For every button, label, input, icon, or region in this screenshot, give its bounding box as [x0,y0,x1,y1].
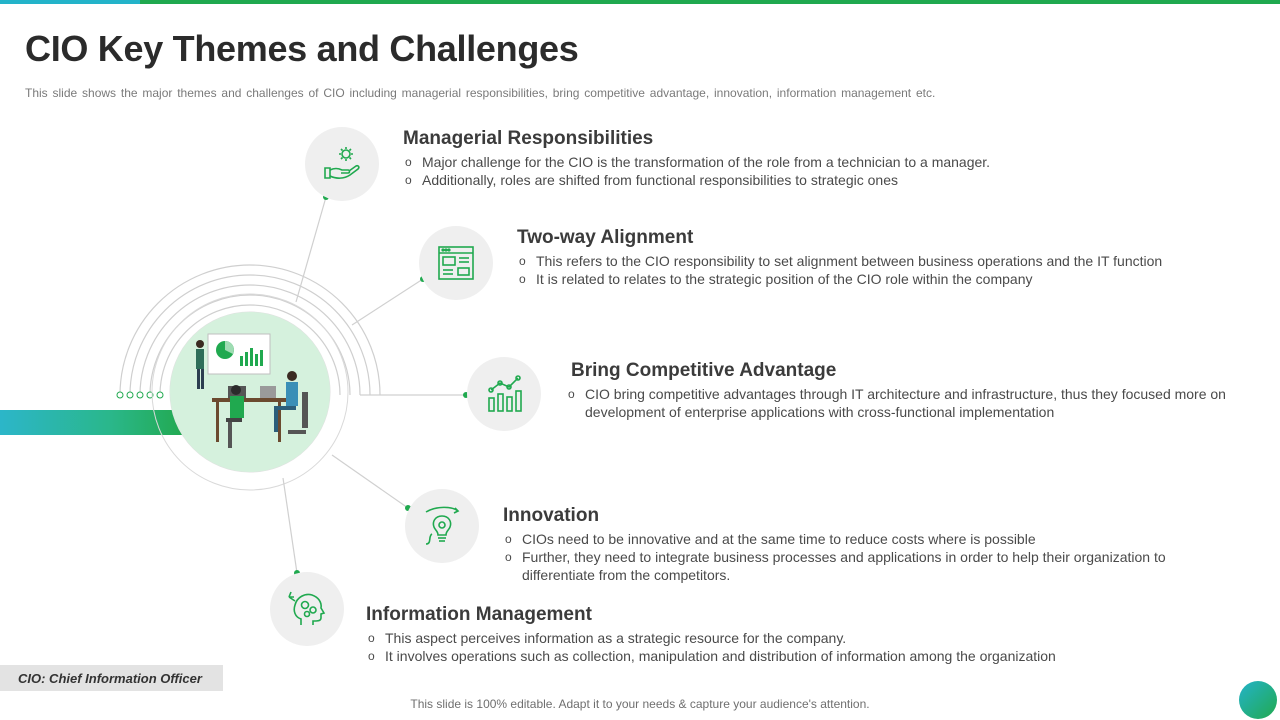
theme-managerial-responsibilities: Managerial Responsibilities Major challe… [403,128,1243,189]
dashboard-window-icon [438,246,474,280]
theme-points: Major challenge for the CIO is the trans… [403,153,1243,189]
editable-note: This slide is 100% editable. Adapt it to… [410,697,870,711]
information-icon-circle [270,572,344,646]
bullet-point: CIO bring competitive advantages through… [566,385,1266,421]
theme-title: Information Management [366,604,592,625]
head-gears-icon [288,591,326,625]
theme-points: This refers to the CIO responsibility to… [517,252,1257,288]
theme-points: CIOs need to be innovative and at the sa… [503,530,1223,584]
bullet-point: It involves operations such as collectio… [366,647,1226,665]
bullet-point: This aspect perceives information as a s… [366,629,1226,647]
managerial-icon-circle [305,127,379,201]
team-meeting-illustration [170,312,330,472]
growth-chart-icon [488,375,522,412]
theme-points: CIO bring competitive advantages through… [566,385,1266,421]
theme-title: Innovation [503,505,600,526]
bullet-point: Additionally, roles are shifted from fun… [403,171,1243,189]
theme-two-way-alignment: Two-way Alignment This refers to the CIO… [517,227,1257,288]
abbreviation-footnote: CIO: Chief Information Officer [0,665,223,691]
theme-information-management: Information Management This aspect perce… [366,604,1226,665]
top-accent-bar [0,0,1280,4]
lightbulb-gear-icon [425,506,460,545]
bullet-point: CIOs need to be innovative and at the sa… [503,530,1223,548]
corner-decor-circle [1239,681,1277,719]
innovation-icon-circle [405,489,479,563]
theme-title: Managerial Responsibilities [403,128,654,149]
theme-title: Two-way Alignment [517,227,694,248]
bullet-point: Major challenge for the CIO is the trans… [403,153,1243,171]
alignment-icon-circle [419,226,493,300]
page-subtitle: This slide shows the major themes and ch… [25,86,936,100]
footnote-text: CIO: Chief Information Officer [18,671,202,686]
top-accent-cyan [0,0,140,4]
bullet-point: This refers to the CIO responsibility to… [517,252,1257,270]
theme-title: Bring Competitive Advantage [571,360,837,381]
theme-points: This aspect perceives information as a s… [366,629,1226,665]
page-title: CIO Key Themes and Challenges [25,28,579,69]
theme-innovation: Innovation CIOs need to be innovative an… [503,505,1223,584]
bullet-point: Further, they need to integrate business… [503,548,1223,584]
competitive-icon-circle [467,357,541,431]
theme-competitive-advantage: Bring Competitive Advantage CIO bring co… [566,360,1266,421]
hand-gear-icon [324,147,360,179]
bullet-point: It is related to relates to the strategi… [517,270,1257,288]
